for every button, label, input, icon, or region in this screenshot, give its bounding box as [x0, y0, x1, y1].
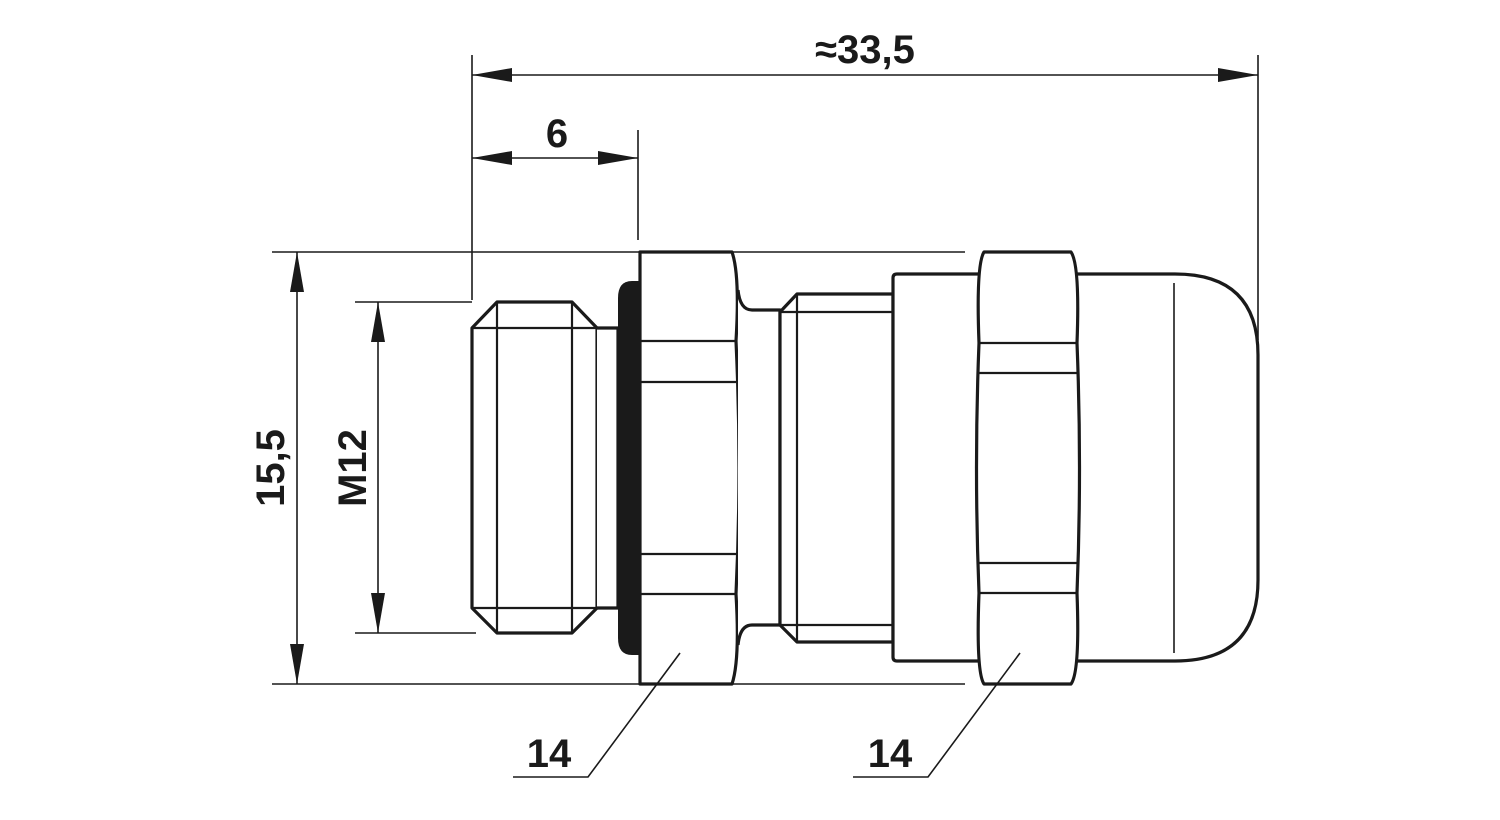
callout-label-inner-nut: 14: [527, 732, 572, 776]
body-thread: [778, 292, 895, 644]
body-neck: [736, 289, 782, 646]
thread-m12: [470, 300, 620, 635]
height-label: 15,5: [249, 429, 293, 507]
hex-nut-inner: [638, 250, 741, 686]
overall-length-label: ≈33,5: [815, 28, 915, 72]
callout-leader-outer-nut: [853, 652, 1021, 778]
gland-body: [891, 272, 982, 663]
callout-leader-inner-nut: [513, 652, 681, 778]
o-ring-seal: [618, 281, 640, 655]
thread-length-label: 6: [546, 112, 568, 156]
callout-label-outer-nut: 14: [868, 732, 913, 776]
hex-nut-outer: [974, 250, 1082, 686]
sealing-cap: [1068, 272, 1260, 663]
thread-label: M12: [331, 429, 375, 507]
